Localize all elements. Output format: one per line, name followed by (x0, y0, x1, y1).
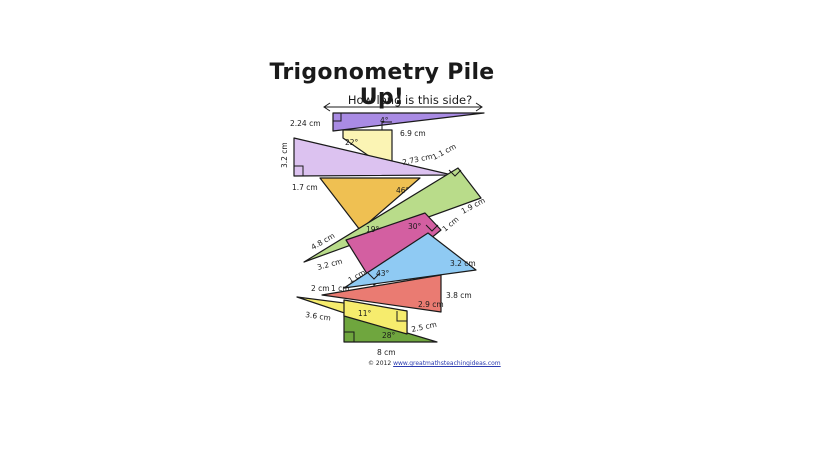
label-43deg: 43° (376, 269, 390, 278)
label-8cm: 8 cm (377, 348, 396, 357)
triangle-lavender (293, 137, 453, 177)
label-19deg: 19° (366, 225, 380, 234)
triangle-purple (332, 112, 485, 132)
label-2-5cm: 2.5 cm (411, 320, 438, 334)
label-2-73cm: 2.73 cm (402, 152, 434, 167)
right-angle-marker (344, 331, 355, 342)
triangle-salmon (321, 274, 442, 313)
copyright-text: © 2012 (368, 360, 392, 367)
label-3-6cm: 3.6 cm (305, 310, 332, 322)
question-text: How long is this side? (347, 93, 473, 107)
right-angle-marker (367, 272, 381, 280)
label-46deg: 46° (396, 186, 410, 195)
label-1-1cm: 1.1 cm (431, 142, 458, 162)
label-2-9cm: 2.9 cm (418, 300, 444, 309)
worksheet-title: Trigonometry Pile Up! (269, 60, 495, 110)
triangle-yellow-top (343, 299, 408, 335)
label-3-2cm-vertical: 3.2 cm (280, 142, 289, 168)
right-angle-marker (425, 224, 439, 232)
label-11deg: 11° (358, 309, 372, 318)
label-3-2cm-blue: 3.2 cm (450, 259, 476, 268)
label-2-24cm: 2.24 cm (290, 119, 321, 128)
triangle-gold (319, 177, 421, 231)
label-22deg: 22° (345, 138, 359, 147)
copyright-footer: © 2012 www.greatmathsteachingideas.com (368, 360, 518, 367)
label-3-2cm-left: 3.2 cm (316, 257, 343, 272)
label-3-8cm: 3.8 cm (446, 291, 472, 300)
label-4deg: 4° (380, 116, 389, 125)
right-angle-marker (294, 165, 304, 176)
arrow-head-left (323, 102, 331, 112)
label-1cm-low: 1 cm (331, 284, 350, 293)
triangle-sky-blue (343, 232, 477, 289)
right-angle-marker (381, 121, 392, 130)
right-angle-marker (333, 113, 342, 122)
label-30deg: 30° (408, 222, 422, 231)
right-angle-marker (448, 169, 462, 177)
label-1-7cm: 1.7 cm (292, 183, 318, 192)
website-link[interactable]: www.greatmathsteachingideas.com (393, 360, 501, 367)
label-1cm-right: 1 cm (441, 215, 461, 234)
arrow-head-right (475, 102, 483, 112)
triangle-magenta (345, 212, 442, 286)
label-6-9cm: 6.9 cm (400, 129, 426, 138)
right-angle-marker (396, 311, 407, 322)
label-2cm: 2 cm (311, 284, 330, 293)
label-28deg: 28° (382, 331, 396, 340)
